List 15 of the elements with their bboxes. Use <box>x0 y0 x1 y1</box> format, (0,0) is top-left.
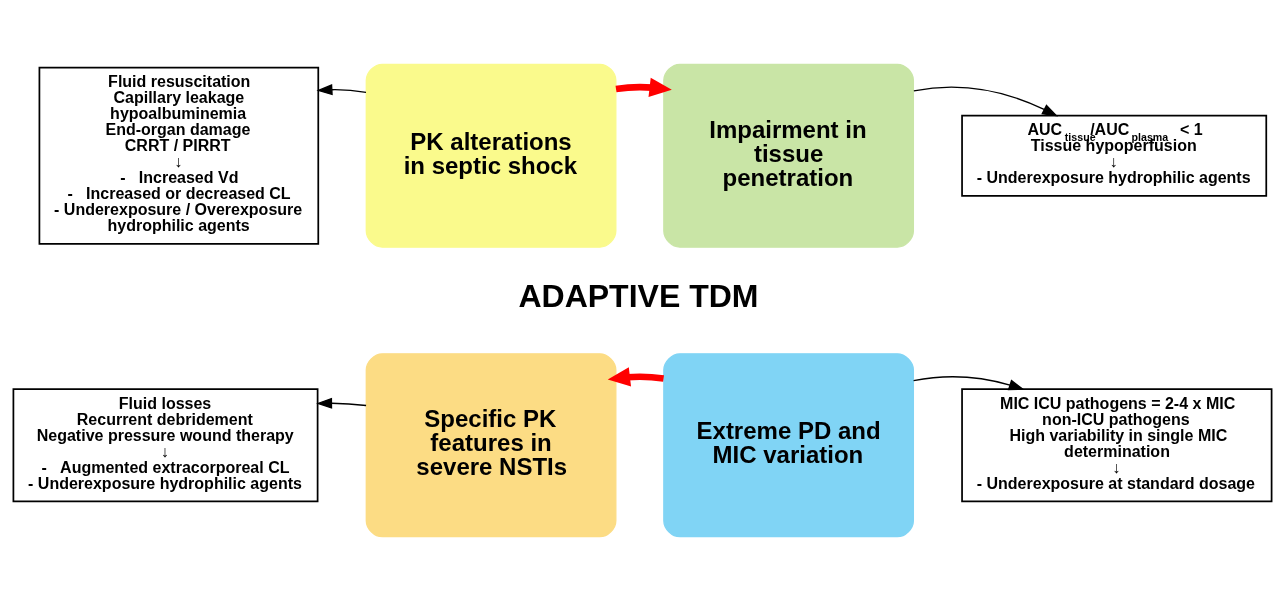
node-box: Specific PK features in severe NSTIs <box>365 353 617 538</box>
label: ADAPTIVE TDM <box>518 278 759 315</box>
node-box: AUC$_{tissue}$/AUC$_{plasma}$ < 1 Tissue hypoperfusion ↓ - Underexposure hydrophilic agents <box>961 114 1268 197</box>
arrow <box>615 77 672 98</box>
node-box: MIC ICU pathogens = 2-4 x MIC non-ICU pathogens High variability in single MIC determination ↓ - Underexposure at standard dosage <box>961 388 1273 503</box>
arrow <box>316 84 367 96</box>
node-box: Extreme PD and MIC variation <box>663 353 914 538</box>
node-box: Fluid losses Recurrent debridement Negative pressure wound therapy ↓ - Augmented extracorporeal CL - Underexposure hydrophilic agents <box>12 388 319 503</box>
node-box: Impairment in tissue penetration <box>663 63 914 248</box>
arrow <box>912 376 1025 391</box>
arrow <box>607 367 664 387</box>
arrow <box>913 86 1059 117</box>
node-box: PK alterations in septic shock <box>365 63 617 248</box>
arrow <box>316 397 367 409</box>
node-box: Fluid resuscitation Capillary leakage hypoalbuminemia End-organ damage CRRT / PIRRT ↓ - Increased Vd - Increased or decreased CL - Underexposure / Overexposure hydrophilic agents <box>38 66 320 245</box>
